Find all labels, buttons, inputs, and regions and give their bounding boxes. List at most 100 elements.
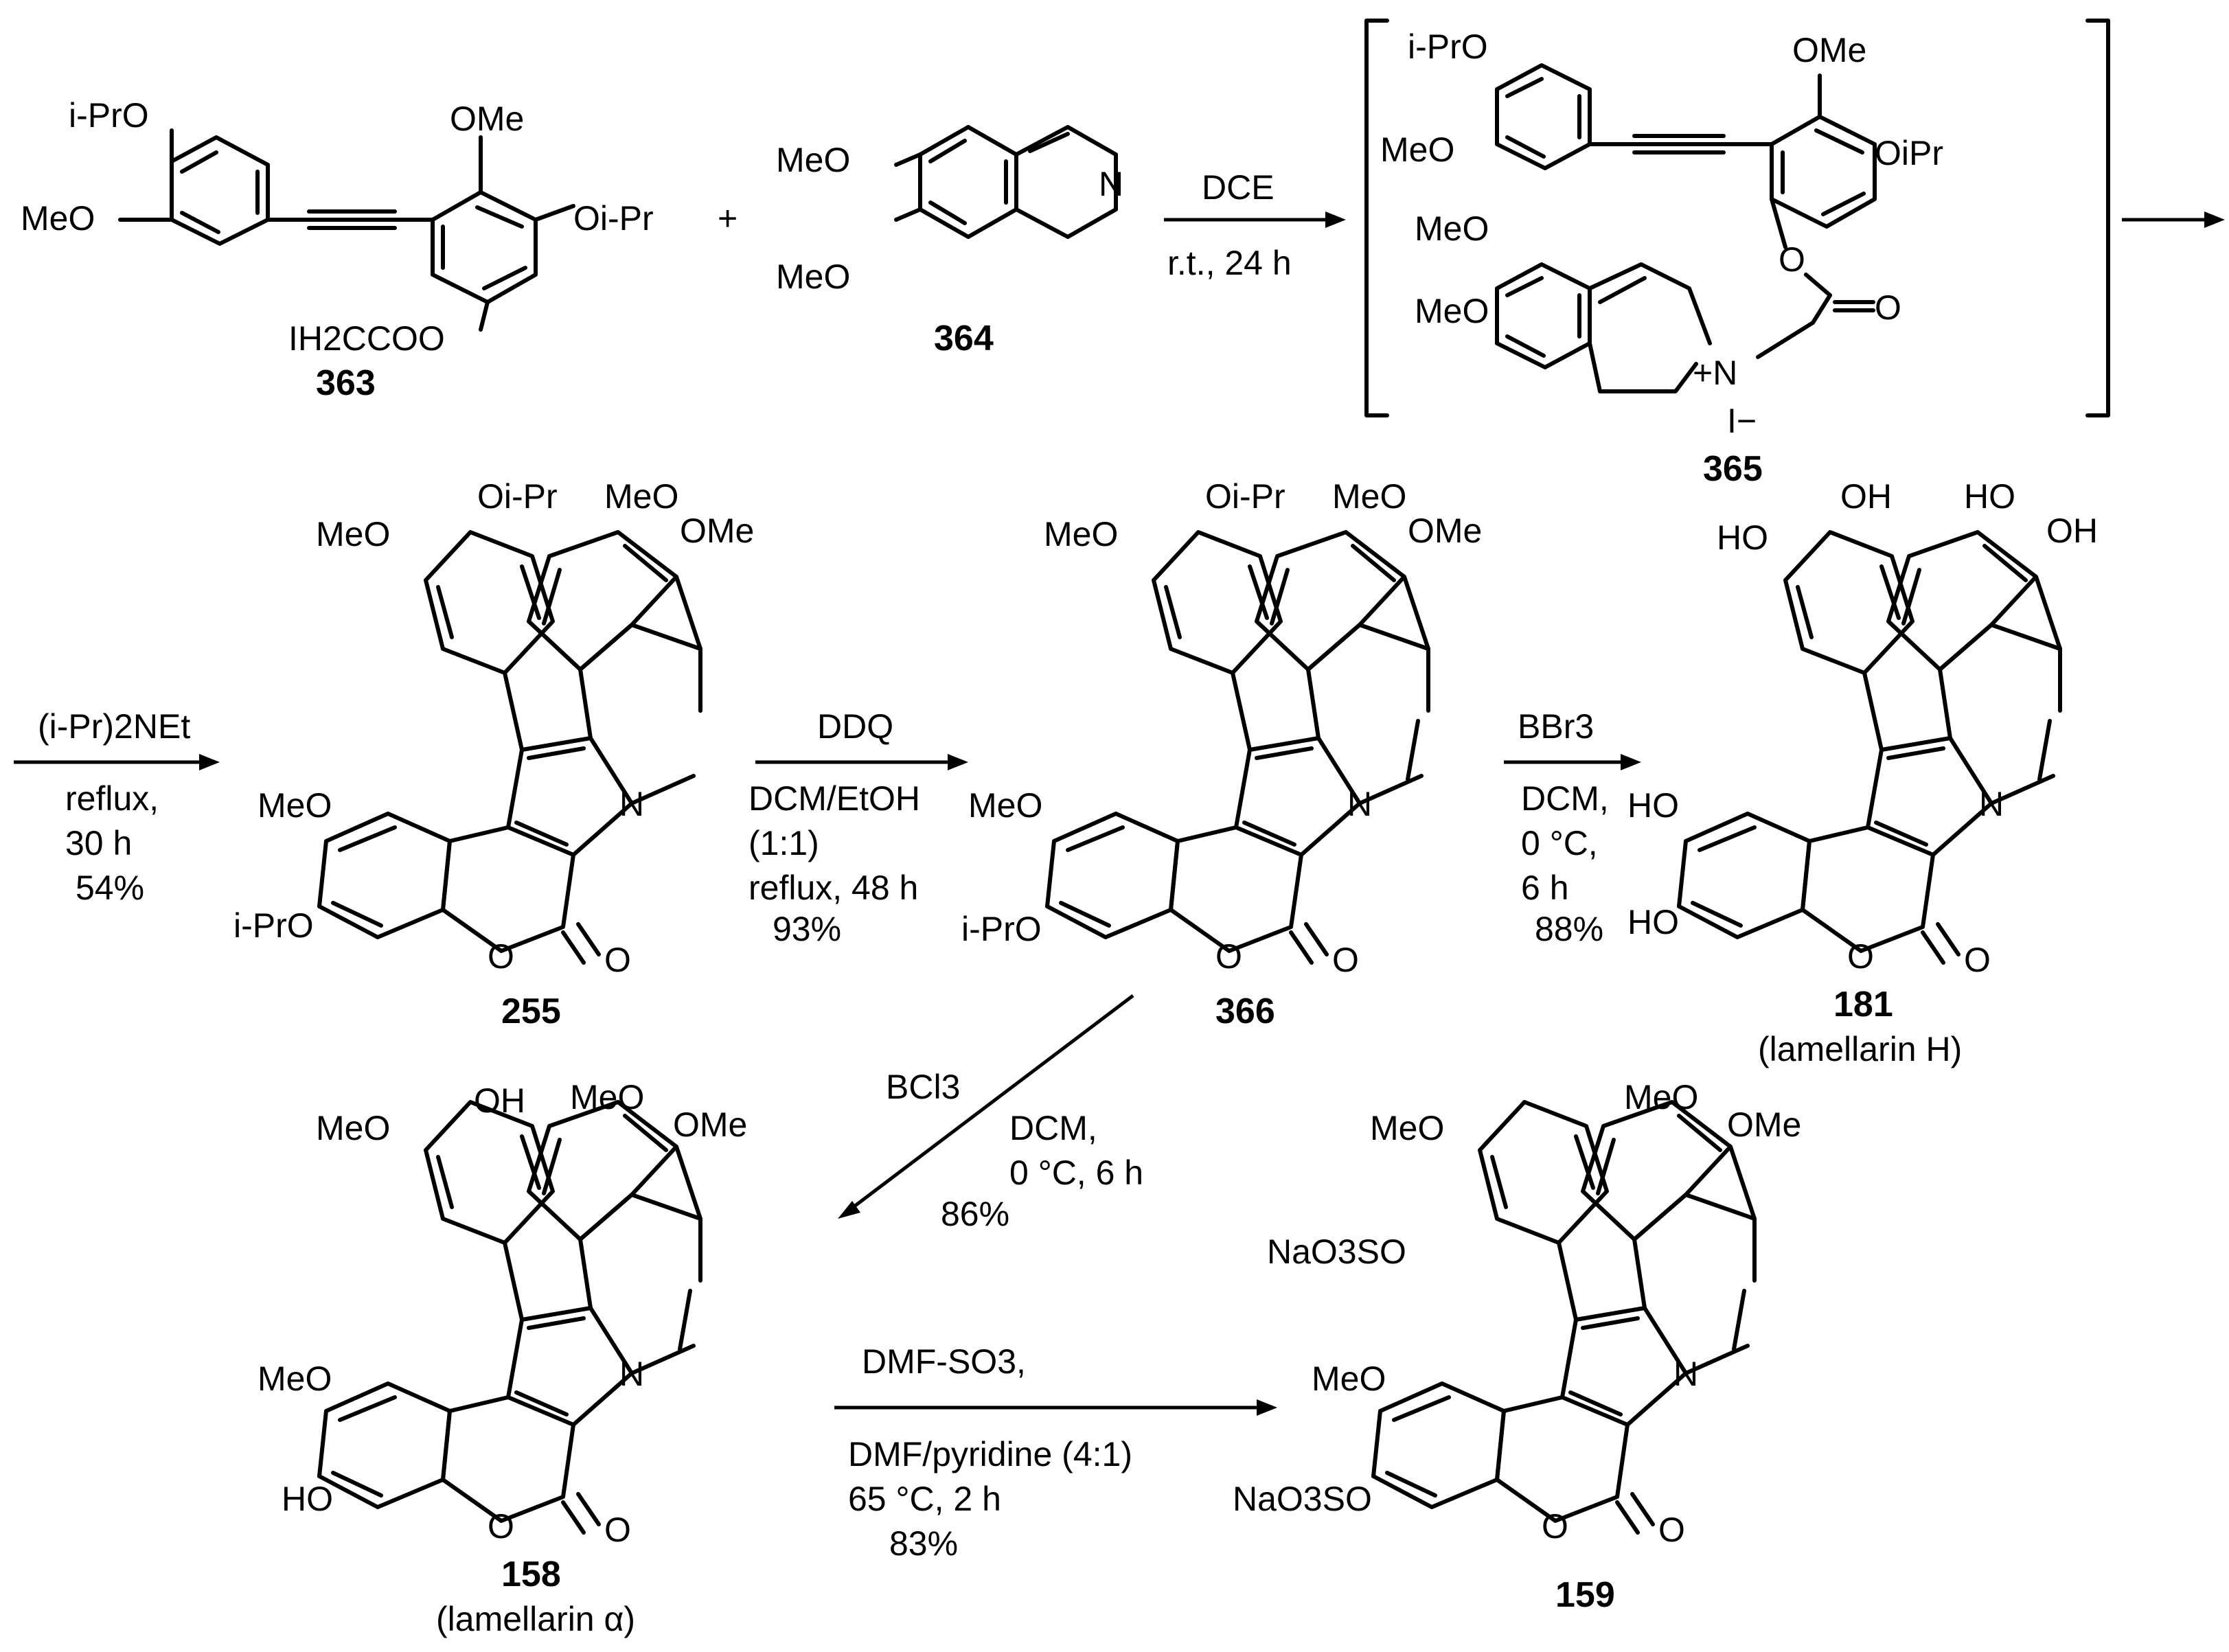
compound-365: i-PrO MeO OMe OiPr MeO MeO O O +N I− 365 — [1364, 19, 2110, 489]
group-ipro-left: i-PrO — [961, 910, 1042, 948]
condition-above: BBr3 — [1518, 707, 1594, 746]
group-oh-top: OH — [1840, 477, 1892, 516]
atom-o-ring: O — [488, 937, 514, 976]
group-meo: MeO — [1380, 130, 1454, 169]
compound-number: 366 — [1215, 991, 1275, 1031]
group-ipro: i-PrO — [1408, 27, 1488, 66]
compound-number: 159 — [1555, 1575, 1615, 1615]
compound-number: 181 — [1833, 985, 1893, 1024]
condition-below: r.t., 24 h — [1167, 244, 1292, 282]
atom-o-ring: O — [1847, 937, 1874, 976]
condition-below-4: 88% — [1535, 910, 1603, 948]
atom-o-ring: O — [488, 1507, 514, 1546]
group-ome-right: OMe — [1408, 512, 1482, 550]
condition-below-1: reflux, — [65, 779, 159, 818]
group-oh-top: OH — [474, 1081, 525, 1120]
arrow-dce: DCE r.t., 24 h — [1164, 168, 1346, 282]
compound-158: MeO OH MeO OMe MeO HO N O O 158 (lamella… — [258, 1078, 747, 1638]
group-meo-1: MeO — [776, 141, 850, 179]
compound-363: i-PrO MeO OMe Oi-Pr + IH2CCOO 363 — [21, 96, 738, 403]
group-ipro-left: i-PrO — [233, 906, 314, 945]
condition-above: DCE — [1202, 168, 1274, 207]
atom-o-carbonyl: O — [1658, 1511, 1685, 1549]
arrow-bcl3: BCl3 DCM, 0 °C, 6 h 86% — [838, 994, 1143, 1233]
group-ome-right: OMe — [680, 512, 754, 550]
condition-below-3: 83% — [889, 1524, 958, 1563]
arrow-bbr3: BBr3 DCM, 0 °C, 6 h 88% — [1504, 707, 1641, 948]
atom-n: N — [1673, 1355, 1698, 1393]
condition-above: BCl3 — [886, 1068, 960, 1106]
condition-below-1: DMF/pyridine (4:1) — [848, 1435, 1132, 1473]
atom-o-carbonyl: O — [1964, 941, 1991, 979]
atom-n: N — [1099, 165, 1123, 203]
atom-n: N — [1347, 785, 1372, 823]
condition-below-2: 65 °C, 2 h — [848, 1480, 1001, 1518]
group-meo-right: MeO — [1624, 1078, 1698, 1116]
group-ho-left-2: HO — [1627, 903, 1679, 941]
group-oipr: OiPr — [1875, 134, 1943, 172]
group-ho-top: HO — [1717, 518, 1768, 557]
atom-n: N — [619, 1355, 644, 1393]
condition-below-1: DCM, — [1521, 779, 1609, 818]
group-meo-left: MeO — [258, 1360, 332, 1398]
compound-name: (lamellarin H) — [1758, 1030, 1962, 1068]
group-ho-left-1: HO — [1627, 786, 1679, 825]
condition-below-3: 6 h — [1521, 869, 1569, 907]
iodide-ion: I− — [1727, 402, 1757, 440]
group-oh-right: OH — [2046, 512, 2098, 550]
atom-o-carbonyl: O — [604, 1511, 631, 1549]
compound-364: MeO MeO N 364 — [776, 125, 1123, 358]
atom-o-ester: O — [1779, 240, 1805, 279]
condition-above: DDQ — [817, 707, 893, 746]
condition-below-3: 54% — [76, 869, 144, 907]
atom-o-ring: O — [1215, 937, 1242, 976]
condition-below-2: 30 h — [65, 824, 132, 862]
condition-above: (i-Pr)2NEt — [38, 707, 190, 746]
arrow-continue — [2122, 211, 2225, 228]
group-meo-top: MeO — [1044, 515, 1118, 553]
group-ome: OMe — [1792, 31, 1866, 69]
group-meo-top: MeO — [1370, 1109, 1444, 1147]
group-ome-right: OMe — [1727, 1105, 1801, 1144]
group-meo-3: MeO — [1415, 292, 1489, 330]
condition-below-2: (1:1) — [748, 824, 819, 862]
group-naso-left: NaO3SO — [1233, 1480, 1372, 1518]
group-ester: IH2CCOO — [288, 319, 445, 358]
compound-159: MeO NaO3SO MeO OMe MeO NaO3SO N O O 159 — [1233, 1078, 1801, 1615]
group-ho-right: HO — [1964, 477, 2015, 516]
group-meo-top: MeO — [316, 1109, 390, 1147]
group-ipro: i-PrO — [69, 96, 149, 135]
group-meo-left: MeO — [968, 786, 1042, 825]
atom-n: N — [619, 785, 644, 823]
group-ome: OMe — [450, 100, 524, 138]
group-meo: MeO — [21, 199, 95, 238]
atom-o-ring: O — [1542, 1507, 1568, 1546]
group-oipr: Oi-Pr — [573, 199, 654, 238]
atom-o-carbonyl: O — [1332, 941, 1359, 979]
compound-number: 364 — [934, 319, 994, 358]
compound-181: HO OH HO OH HO HO N O O 181 (lamellarin … — [1627, 477, 2098, 1068]
group-meo-left: MeO — [1312, 1360, 1386, 1398]
group-oipr-top: Oi-Pr — [1205, 477, 1285, 516]
group-naso-top: NaO3SO — [1267, 1232, 1406, 1271]
group-ome-right: OMe — [673, 1105, 747, 1144]
group-meo-2: MeO — [1415, 209, 1489, 248]
condition-below-1: DCM/EtOH — [748, 779, 920, 818]
group-meo-left: MeO — [258, 786, 332, 825]
group-meo-right: MeO — [604, 477, 678, 516]
compound-number: 255 — [501, 991, 561, 1031]
arrow-sulfation: DMF-SO3, DMF/pyridine (4:1) 65 °C, 2 h 8… — [834, 1342, 1277, 1563]
condition-below-3: 86% — [941, 1195, 1009, 1233]
group-meo-right: MeO — [1332, 477, 1406, 516]
group-meo-2: MeO — [776, 257, 850, 296]
arrow-base: (i-Pr)2NEt reflux, 30 h 54% — [14, 707, 220, 907]
compound-number: 365 — [1703, 449, 1763, 489]
atom-o-carbonyl: O — [1875, 288, 1901, 327]
group-oipr-top: Oi-Pr — [477, 477, 558, 516]
arrow-ddq: DDQ DCM/EtOH (1:1) reflux, 48 h 93% — [748, 707, 968, 948]
condition-above: DMF-SO3, — [862, 1342, 1026, 1381]
compound-number: 158 — [501, 1555, 561, 1594]
condition-below-4: 93% — [773, 910, 841, 948]
condition-below-1: DCM, — [1009, 1109, 1097, 1147]
